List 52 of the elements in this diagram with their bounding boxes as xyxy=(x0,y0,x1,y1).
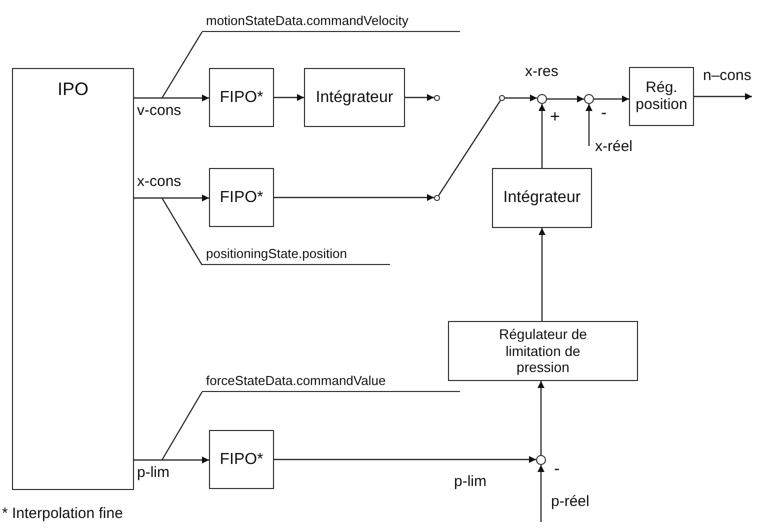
edge-label: p-réel xyxy=(551,494,590,510)
signal-name-text: forceStateData.commandValue xyxy=(206,373,386,388)
edge-label: p-lim xyxy=(454,474,486,490)
arrow xyxy=(405,94,434,101)
signal-name-text: positioningState.position xyxy=(206,246,347,261)
block-box xyxy=(12,68,134,490)
arrow xyxy=(134,94,209,102)
block-box xyxy=(209,168,274,227)
sign-label: - xyxy=(554,460,560,479)
footnote: * Interpolation fine xyxy=(2,506,123,522)
block-label: Rég. position xyxy=(634,80,688,113)
block-label: FIPO* xyxy=(220,88,264,106)
arrow xyxy=(586,104,592,146)
arrow xyxy=(538,228,546,321)
block-label: FIPO* xyxy=(220,188,264,206)
terminal-circle xyxy=(434,195,440,201)
terminal-circle xyxy=(499,95,505,101)
summing-junction xyxy=(584,94,594,104)
edge-label: p-lim xyxy=(137,465,170,482)
arrow xyxy=(134,194,209,202)
arrow xyxy=(274,94,304,101)
block-box xyxy=(448,321,638,381)
block-box xyxy=(209,68,274,127)
block-label: FIPO* xyxy=(220,450,264,468)
arrow xyxy=(505,94,537,102)
leader-line xyxy=(161,32,203,98)
arrow xyxy=(538,381,544,455)
block-box xyxy=(304,68,405,127)
block-box xyxy=(492,168,592,228)
sign-label: - xyxy=(601,104,607,123)
arrow xyxy=(274,456,536,463)
block-label: Régulateur de limitation de pression xyxy=(498,326,588,376)
signal-name-text: motionStateData.commandVelocity xyxy=(206,13,408,28)
summing-junction xyxy=(536,455,546,465)
arrow xyxy=(594,96,629,102)
summing-junction xyxy=(537,94,547,104)
leader-line xyxy=(161,392,203,460)
arrow xyxy=(134,456,209,464)
leader-line xyxy=(161,198,203,266)
arrow xyxy=(547,96,584,102)
block-label: Intégrateur xyxy=(503,189,581,207)
arrow xyxy=(274,194,434,201)
sign-label: + xyxy=(550,108,560,127)
switch-line xyxy=(438,100,501,196)
block-box xyxy=(209,430,274,489)
block-label: IPO xyxy=(57,79,88,100)
arrow xyxy=(538,104,546,168)
arrow xyxy=(538,465,544,522)
block-box xyxy=(629,67,694,126)
arrow xyxy=(694,93,752,100)
block-label: Intégrateur xyxy=(316,88,394,106)
terminal-circle xyxy=(434,95,440,101)
